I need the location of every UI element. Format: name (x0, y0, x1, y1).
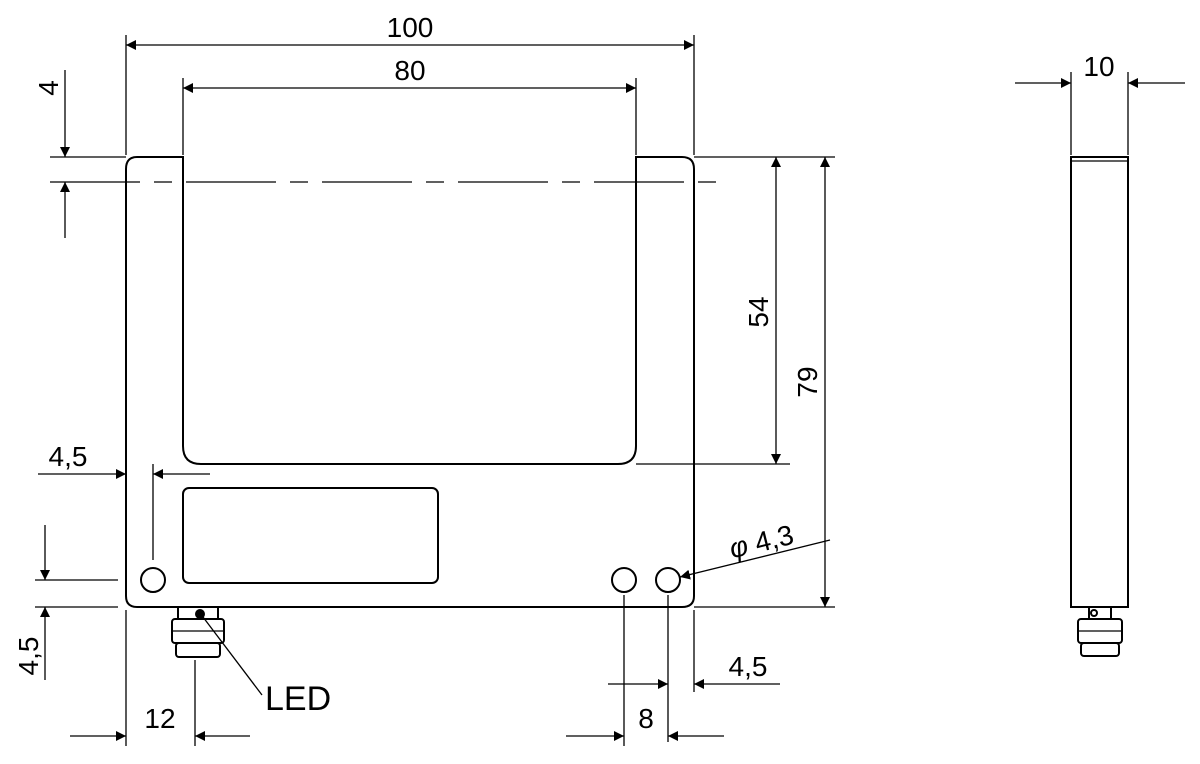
mounting-hole-left (140, 567, 166, 593)
side-body-outline (1070, 156, 1129, 608)
led-leader-line (202, 616, 263, 696)
label-area (182, 487, 439, 584)
dim-connector-offset: 12 (144, 703, 175, 734)
dim-top-offset: 4 (33, 80, 64, 96)
sensor-body-outline (125, 156, 695, 608)
dim-left-hole-offset: 4,5 (49, 441, 88, 472)
front-view: 100 80 4 54 79 4,5 4,5 φ 4,3 (13, 12, 835, 746)
dim-slot-width: 80 (394, 55, 425, 86)
connector-plug (171, 606, 225, 658)
mounting-hole-middle (611, 567, 637, 593)
led-indicator (195, 609, 205, 619)
dim-slot-depth: 54 (743, 296, 774, 327)
side-view: 10 (1015, 51, 1185, 657)
dim-overall-width: 100 (387, 12, 434, 43)
dim-overall-height: 79 (792, 366, 823, 397)
dim-hole-spacing: 8 (638, 703, 654, 734)
hole-diameter-leader (679, 539, 831, 580)
mounting-hole-right (655, 567, 681, 593)
dim-bottom-hole-offset: 4,5 (13, 637, 44, 676)
led-label: LED (265, 680, 331, 718)
dim-thickness: 10 (1083, 51, 1114, 82)
side-led-indicator (1090, 609, 1098, 617)
dim-hole-diameter: 4,3 (751, 519, 796, 558)
dim-right-hole-offset: 4,5 (729, 651, 768, 682)
dim-hole-diameter-symbol: φ (726, 530, 751, 564)
